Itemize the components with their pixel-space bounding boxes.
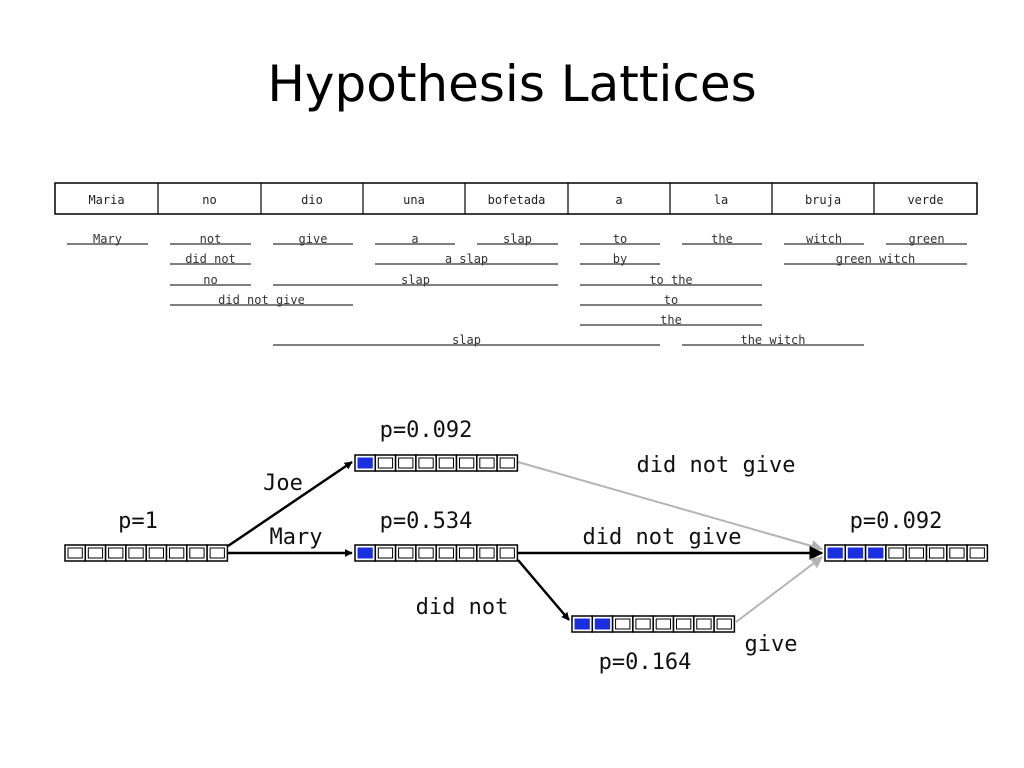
hypothesis-probability: p=0.534 xyxy=(380,509,473,534)
edge-label: give xyxy=(745,632,798,657)
coverage-cell-inner xyxy=(676,618,692,630)
coverage-cell-inner xyxy=(499,457,515,469)
coverage-cell-inner xyxy=(615,618,631,630)
source-word: bruja xyxy=(805,193,841,207)
coverage-cell-covered xyxy=(357,547,373,559)
coverage-cell-inner xyxy=(148,547,164,559)
coverage-cell-inner xyxy=(949,547,965,559)
phrase-option-label: slap xyxy=(452,333,481,347)
hypothesis-probability: p=0.092 xyxy=(850,509,943,534)
hypothesis-node: p=0.534 xyxy=(354,509,519,562)
lattice-edge xyxy=(517,461,824,552)
coverage-cell-inner xyxy=(716,618,732,630)
coverage-cell-covered xyxy=(574,618,590,630)
phrase-option-label: slap xyxy=(401,273,430,287)
coverage-cell-inner xyxy=(418,457,434,469)
coverage-cell-inner xyxy=(398,457,414,469)
source-word: una xyxy=(403,193,425,207)
lattice-edge xyxy=(735,556,823,623)
coverage-cell-inner xyxy=(108,547,124,559)
phrase-option-label: to xyxy=(613,232,627,246)
coverage-cell-inner xyxy=(459,547,475,559)
phrase-option-label: did not xyxy=(185,252,236,266)
coverage-cell-inner xyxy=(499,547,515,559)
phrase-option-label: give xyxy=(299,232,328,246)
phrase-option-label: green xyxy=(908,232,944,246)
coverage-cell-inner xyxy=(418,547,434,559)
coverage-cell-inner xyxy=(438,547,455,559)
coverage-cell-inner xyxy=(438,457,455,469)
coverage-cell-inner xyxy=(398,547,414,559)
hypothesis-probability: p=0.164 xyxy=(599,650,692,675)
coverage-cell-inner xyxy=(209,547,225,559)
lattice-edge xyxy=(227,460,353,548)
coverage-cell-inner xyxy=(189,547,205,559)
phrase-option-label: a slap xyxy=(445,252,488,266)
phrase-option-label: witch xyxy=(806,232,842,246)
phrase-option-label: did not give xyxy=(218,293,305,307)
phrase-option-label: not xyxy=(200,232,222,246)
phrase-option-label: by xyxy=(613,252,627,266)
source-word: la xyxy=(714,193,728,207)
coverage-cell-inner xyxy=(87,547,104,559)
phrase-option-label: the xyxy=(711,232,733,246)
hypothesis-node: p=0.164 xyxy=(571,615,736,675)
source-word: verde xyxy=(907,193,943,207)
phrase-option-label: the witch xyxy=(740,333,805,347)
edge-label: Joe xyxy=(263,471,303,496)
phrase-option-label: to xyxy=(664,293,678,307)
edge-label: did not give xyxy=(583,525,742,550)
phrase-option-label: to the xyxy=(649,273,692,287)
coverage-cell-inner xyxy=(696,618,712,630)
edge-label: did not xyxy=(416,595,509,620)
phrase-option-label: slap xyxy=(503,232,532,246)
source-word: a xyxy=(615,193,622,207)
source-word: bofetada xyxy=(488,193,546,207)
coverage-cell-inner xyxy=(67,547,83,559)
coverage-cell-inner xyxy=(128,547,144,559)
coverage-cell-covered xyxy=(827,547,843,559)
source-word-table: Maria no dio una bofetada a la bruja verde xyxy=(54,182,978,215)
hypothesis-node: p=0.092 xyxy=(824,509,989,562)
edge-label: did not give xyxy=(637,453,796,478)
coverage-cell-inner xyxy=(655,618,672,630)
lattice-edge xyxy=(517,559,570,621)
phrase-option-label: no xyxy=(203,273,217,287)
phrase-option-label: Mary xyxy=(93,232,122,246)
hypothesis-node: p=0.092 xyxy=(354,418,519,472)
coverage-cell-inner xyxy=(377,547,394,559)
slide-title: Hypothesis Lattices xyxy=(267,55,757,113)
coverage-cell-inner xyxy=(479,547,495,559)
hypothesis-probability: p=0.092 xyxy=(380,418,473,443)
coverage-cell-inner xyxy=(929,547,945,559)
phrase-option-label: green witch xyxy=(836,252,915,266)
source-word: no xyxy=(202,193,216,207)
coverage-cell-inner xyxy=(169,547,185,559)
coverage-cell-inner xyxy=(377,457,394,469)
source-word: Maria xyxy=(88,193,124,207)
coverage-cell-inner xyxy=(969,547,985,559)
coverage-cell-inner xyxy=(479,457,495,469)
coverage-cell-inner xyxy=(459,457,475,469)
phrase-option-label: the xyxy=(660,313,682,327)
hypothesis-probability: p=1 xyxy=(118,509,158,534)
edge-label: Mary xyxy=(270,525,323,550)
lattice-nodes: p=1 p=0.092 p=0.534 p=0.164 p=0.092 xyxy=(64,418,989,675)
coverage-cell-covered xyxy=(847,547,864,559)
phrase-option-label: a xyxy=(411,232,418,246)
hypothesis-node: p=1 xyxy=(64,509,229,562)
coverage-cell-inner xyxy=(888,547,904,559)
coverage-cell-covered xyxy=(868,547,884,559)
source-word: dio xyxy=(301,193,323,207)
coverage-cell-inner xyxy=(908,547,925,559)
coverage-cell-covered xyxy=(357,457,373,469)
coverage-cell-covered xyxy=(594,618,611,630)
phrase-option-table: Mary not give a slap to the witch green did not a … xyxy=(67,232,967,347)
coverage-cell-inner xyxy=(635,618,651,630)
